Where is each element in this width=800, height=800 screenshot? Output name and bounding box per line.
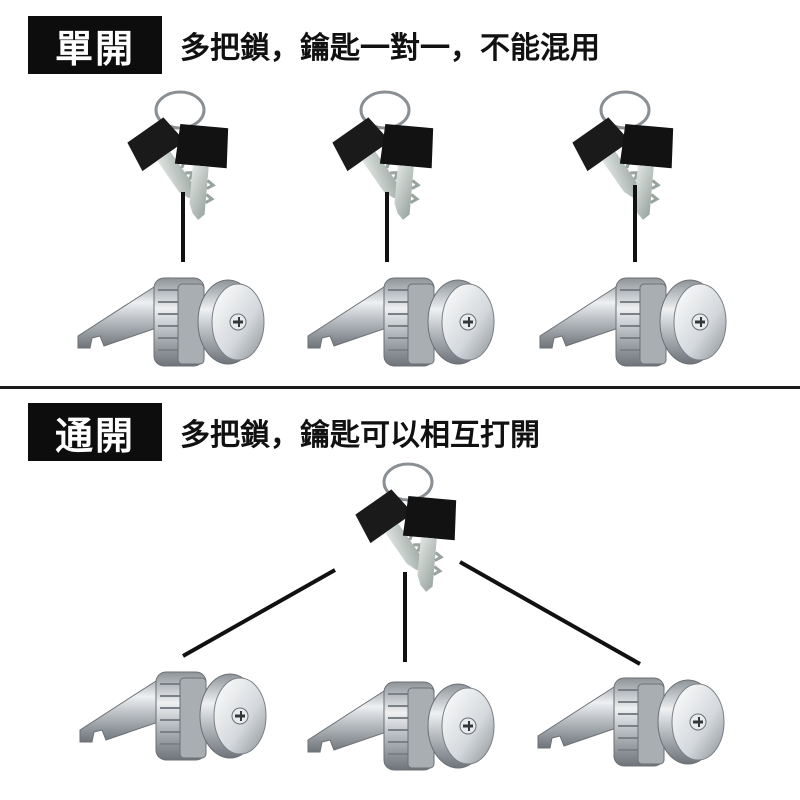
section-label-shared: 通開 多把鎖，鑰匙可以相互打開 xyxy=(28,403,540,461)
connector-line xyxy=(459,560,641,666)
connector-line xyxy=(182,568,336,658)
section-label-single: 單開 多把鎖，鑰匙一對一，不能混用 xyxy=(28,16,600,74)
cam-lock-icon xyxy=(536,676,726,768)
key-pair-icon xyxy=(567,90,677,224)
key-pair-icon xyxy=(122,90,232,224)
single-open-tag: 單開 xyxy=(28,16,162,74)
cam-lock-icon xyxy=(78,670,268,762)
cam-lock-icon xyxy=(76,276,266,368)
section-divider xyxy=(0,386,800,389)
cam-lock-icon xyxy=(306,276,496,368)
shared-open-caption: 多把鎖，鑰匙可以相互打開 xyxy=(180,418,540,453)
shared-open-tag: 通開 xyxy=(28,403,162,461)
key-pair-icon xyxy=(327,90,437,224)
single-set-2 xyxy=(306,90,496,368)
cam-lock-icon xyxy=(538,276,728,368)
cam-lock-icon xyxy=(306,680,496,772)
single-open-caption: 多把鎖，鑰匙一對一，不能混用 xyxy=(180,31,600,66)
single-set-3 xyxy=(538,90,728,368)
shared-set xyxy=(78,462,726,772)
single-set-1 xyxy=(76,90,266,368)
